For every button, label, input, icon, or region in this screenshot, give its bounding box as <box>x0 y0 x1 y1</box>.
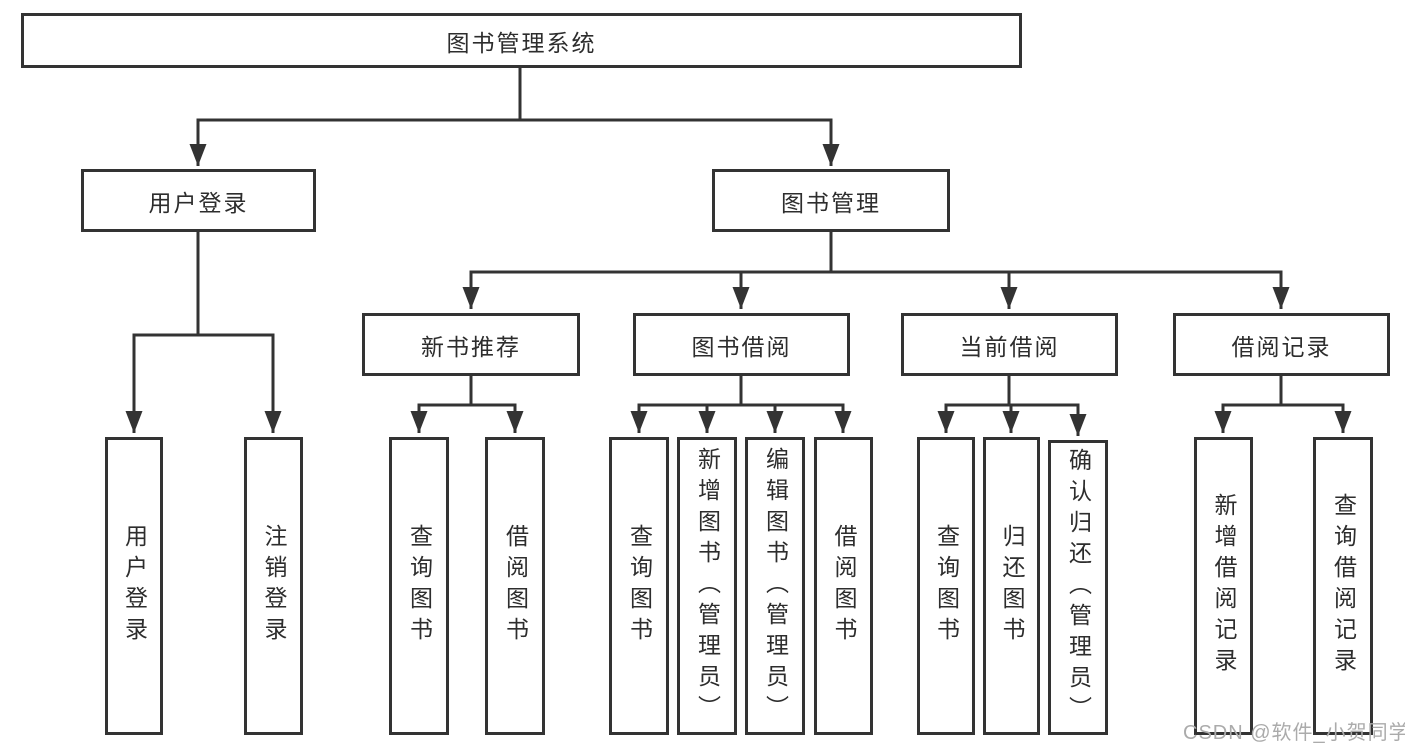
leaf-query-books-current-label: 查询图书 <box>933 524 960 648</box>
node-book-management-label: 图书管理 <box>781 189 881 216</box>
leaf-borrow-books-recommend: 借阅图书 <box>485 437 545 735</box>
leaf-query-borrow-record: 查询借阅记录 <box>1313 437 1373 735</box>
leaf-logout: 注销登录 <box>244 437 303 735</box>
leaf-return-books-label: 归还图书 <box>999 524 1025 648</box>
node-borrowing-records-label: 借阅记录 <box>1231 333 1332 360</box>
node-current-borrowing: 当前借阅 <box>901 313 1118 376</box>
node-borrowing-records: 借阅记录 <box>1173 313 1390 376</box>
node-user-login-label: 用户登录 <box>148 189 249 216</box>
csdn-watermark: CSDN @软件_小贺同学 <box>1183 722 1405 744</box>
leaf-query-books-recommend: 查询图书 <box>389 437 449 735</box>
leaf-confirm-return-admin: 确认归还（管理员） <box>1048 440 1108 735</box>
leaf-query-books-borrow-label: 查询图书 <box>626 524 653 648</box>
leaf-query-books-borrow: 查询图书 <box>609 437 669 735</box>
node-library-system: 图书管理系统 <box>21 13 1022 68</box>
leaf-query-books-current: 查询图书 <box>917 437 975 735</box>
leaf-confirm-return-admin-label: 确认归还（管理员） <box>1065 448 1092 727</box>
leaf-query-books-recommend-label: 查询图书 <box>406 524 433 648</box>
node-new-book-recommend-label: 新书推荐 <box>421 333 521 360</box>
leaf-user-login-label: 用户登录 <box>121 524 148 648</box>
node-library-system-label: 图书管理系统 <box>446 29 597 56</box>
leaf-return-books: 归还图书 <box>983 437 1040 735</box>
node-book-management: 图书管理 <box>712 169 950 232</box>
leaf-query-borrow-record-label: 查询借阅记录 <box>1330 493 1357 679</box>
node-current-borrowing-label: 当前借阅 <box>959 333 1060 360</box>
node-book-borrowing-label: 图书借阅 <box>691 333 792 360</box>
leaf-add-borrow-record: 新增借阅记录 <box>1194 437 1253 735</box>
leaf-logout-label: 注销登录 <box>261 524 287 648</box>
node-new-book-recommend: 新书推荐 <box>362 313 580 376</box>
node-user-login: 用户登录 <box>81 169 316 232</box>
leaf-add-books-admin: 新增图书（管理员） <box>677 437 737 735</box>
leaf-borrow-books-recommend-label: 借阅图书 <box>502 524 529 648</box>
leaf-edit-books-admin: 编辑图书（管理员） <box>745 437 805 735</box>
leaf-user-login: 用户登录 <box>105 437 163 735</box>
node-book-borrowing: 图书借阅 <box>633 313 850 376</box>
leaf-borrow-books-label: 借阅图书 <box>831 524 857 648</box>
leaf-add-books-admin-label: 新增图书（管理员） <box>694 446 721 726</box>
leaf-add-borrow-record-label: 新增借阅记录 <box>1211 493 1237 679</box>
leaf-borrow-books: 借阅图书 <box>814 437 873 735</box>
leaf-edit-books-admin-label: 编辑图书（管理员） <box>762 446 789 726</box>
